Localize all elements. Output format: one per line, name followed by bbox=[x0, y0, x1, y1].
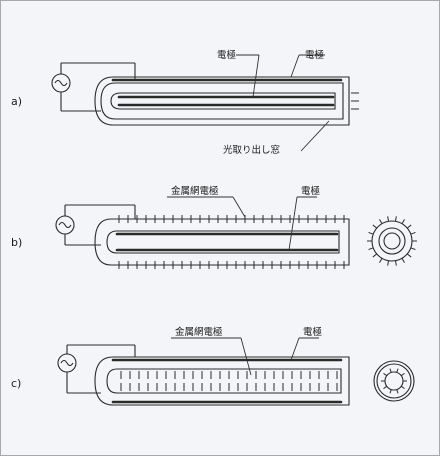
electrode-label-a-outer: 電極 bbox=[305, 49, 325, 61]
ring-spike bbox=[394, 216, 397, 222]
ring-spike bbox=[368, 231, 374, 235]
ring-spike bbox=[379, 219, 383, 224]
ring-spike bbox=[387, 216, 390, 222]
ring-spike bbox=[410, 231, 416, 235]
ring-spike bbox=[410, 247, 416, 251]
ac-source-icon bbox=[51, 62, 136, 112]
panel-a-label: a) bbox=[11, 95, 22, 108]
cross-section-icon bbox=[373, 360, 415, 402]
ring-spike bbox=[396, 389, 399, 394]
ac-source-icon bbox=[57, 344, 136, 394]
cross-section-icon bbox=[367, 216, 417, 266]
ring-spike bbox=[406, 253, 412, 258]
ac-source-icon bbox=[55, 204, 136, 246]
ring-spike bbox=[379, 258, 383, 263]
ring-spike bbox=[401, 258, 405, 263]
ring-spike bbox=[389, 389, 392, 394]
ring-spike bbox=[372, 224, 378, 229]
ring-spike bbox=[400, 385, 405, 390]
ring-spike bbox=[400, 372, 405, 377]
ring-spike bbox=[389, 368, 392, 373]
ring-spike bbox=[383, 372, 388, 377]
ring-spike bbox=[387, 260, 390, 266]
mesh-electrode-ticks-top bbox=[120, 371, 338, 379]
ring-spike bbox=[368, 247, 374, 251]
ring-spike bbox=[396, 368, 399, 373]
mesh-electrode-ticks-bottom bbox=[120, 383, 338, 391]
mesh-electrode-label-b: 金属網電極 bbox=[171, 185, 219, 197]
mesh-electrode-label-c: 金属網電極 bbox=[175, 326, 223, 338]
electrode-label-b: 電極 bbox=[301, 185, 321, 197]
lamp-tube-c bbox=[94, 356, 350, 406]
electrode-label-c: 電極 bbox=[303, 326, 323, 338]
light-window-label: 光取り出し窓 bbox=[223, 144, 280, 156]
ring-spike bbox=[394, 260, 397, 266]
ring-spike bbox=[401, 219, 405, 224]
ring-spike bbox=[372, 253, 378, 258]
lamp-tube-b bbox=[94, 215, 350, 269]
panel-c: c) 金属網電極 電極 bbox=[11, 326, 415, 406]
mesh-electrode-ticks-top bbox=[118, 215, 345, 223]
panel-b: b) 金属網電極 電極 bbox=[11, 185, 417, 269]
electrode-label-a-inner: 電極 bbox=[217, 49, 237, 61]
panel-c-label: c) bbox=[11, 377, 21, 390]
ring-spike bbox=[406, 224, 412, 229]
ring-spike bbox=[383, 385, 388, 390]
panel-b-label: b) bbox=[11, 236, 22, 249]
mesh-electrode-ticks-bottom bbox=[118, 261, 345, 269]
panel-a: a) 電極 電極 光取り出し窓 bbox=[11, 49, 359, 156]
lamp-tube-a bbox=[94, 76, 359, 126]
